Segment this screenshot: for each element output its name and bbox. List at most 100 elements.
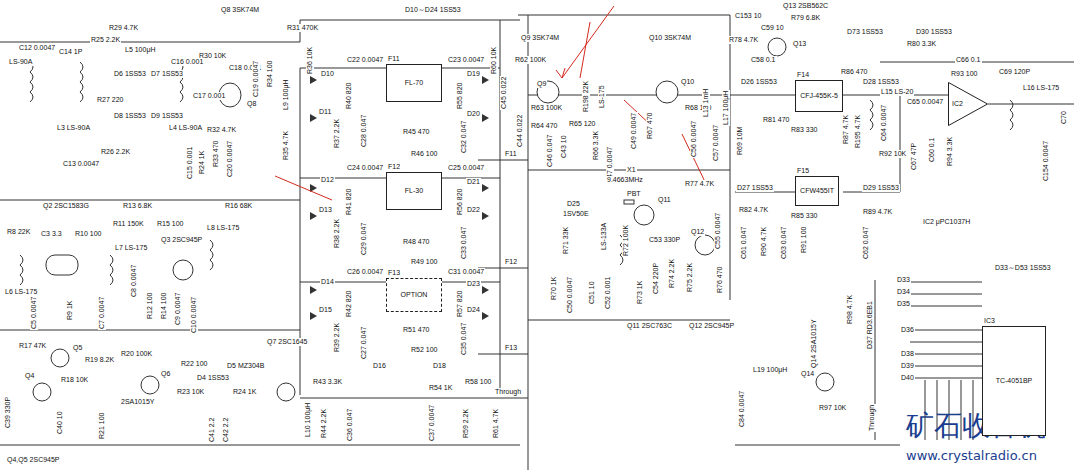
component-label: D16 bbox=[372, 362, 387, 370]
component-label: C36 0.047 bbox=[346, 408, 354, 442]
component-label: D25 bbox=[566, 200, 581, 208]
component-label: D12 bbox=[320, 176, 335, 184]
component-label: R42 820 bbox=[345, 290, 353, 318]
component-label: R66 3.3K bbox=[592, 130, 600, 161]
component-label: F12 bbox=[504, 258, 518, 266]
component-label: R51 470 bbox=[402, 326, 430, 334]
component-label: R26 2.2K bbox=[100, 148, 131, 156]
component-label: D29 1SS53 bbox=[862, 184, 900, 192]
component-label: Q10 bbox=[680, 78, 695, 86]
component-label: R54 1K bbox=[428, 384, 453, 392]
component-label: R33 470 bbox=[212, 140, 220, 168]
component-label: Q14 2SA1015Y bbox=[810, 318, 818, 369]
component-label: R62 100K bbox=[514, 56, 547, 64]
component-label: Q11 2SC763C bbox=[626, 322, 673, 330]
component-label: Q12 bbox=[690, 228, 705, 236]
component-label: D39 bbox=[900, 362, 915, 370]
component-label: Q2 2SC1583G bbox=[42, 202, 90, 210]
component-label: D21 bbox=[466, 178, 481, 186]
component-label: R61 4.7K bbox=[492, 408, 500, 439]
component-label: Q10 3SK74M bbox=[648, 34, 692, 42]
component-label: R27 220 bbox=[96, 96, 124, 104]
component-label: C26 0.0047 bbox=[346, 268, 384, 276]
component-label: C59 10 bbox=[760, 24, 785, 32]
component-label: C32 0.047 bbox=[460, 120, 468, 154]
component-label: D14 bbox=[320, 278, 335, 286]
component-label: Q4,Q5 2SC945P bbox=[6, 456, 61, 464]
component-label: Q13 2SB562C bbox=[782, 2, 829, 10]
component-label: 1SV50E bbox=[562, 210, 590, 218]
ceramic-filter-box: F14CFJ-455K-5 bbox=[795, 80, 843, 112]
component-label: C3 3.3 bbox=[40, 230, 63, 238]
component-label: 9.4663MHz bbox=[606, 176, 644, 184]
component-label: R41 820 bbox=[345, 188, 353, 216]
component-label: C54 220P bbox=[652, 262, 660, 295]
component-label: R78 4.7K bbox=[728, 36, 759, 44]
component-label: D9 1SS53 bbox=[150, 112, 184, 120]
component-label: R17 47K bbox=[18, 342, 47, 350]
component-label: R59 2.2K bbox=[462, 408, 470, 439]
component-label: C64 0.0047 bbox=[880, 104, 888, 142]
component-label: C63 0.047 bbox=[780, 226, 788, 260]
component-label: C84 0.0047 bbox=[738, 390, 746, 428]
component-label: R65 120 bbox=[568, 120, 596, 128]
component-label: Q5 bbox=[72, 344, 83, 352]
component-label: L4 LS-90A bbox=[168, 124, 203, 132]
component-label: C31 0.0047 bbox=[447, 268, 485, 276]
ic-box: IC3TC-4051BP bbox=[982, 326, 1046, 436]
component-label: L13 1mH bbox=[702, 88, 710, 118]
component-label: Q9 3SK74M bbox=[520, 34, 560, 42]
component-label: Q12 2SC945P bbox=[688, 322, 735, 330]
component-label: R10 100 bbox=[74, 230, 102, 238]
component-label: D5 MZ304B bbox=[226, 362, 265, 370]
part-number: TC-4051BP bbox=[996, 377, 1033, 385]
component-label: D10 bbox=[320, 70, 335, 78]
component-label: C10 0.0047 bbox=[190, 296, 198, 334]
part-number: CFW455IT bbox=[800, 187, 834, 195]
component-label: R38 2.2K bbox=[333, 218, 341, 249]
component-label: R198 22K bbox=[582, 80, 590, 113]
component-label: R55 820 bbox=[456, 82, 464, 110]
component-label: C66 0.1 bbox=[955, 56, 982, 64]
component-label: D18 bbox=[432, 362, 447, 370]
component-label: R13 6.8K bbox=[122, 202, 153, 210]
component-label: R44 2.2K bbox=[320, 408, 328, 439]
component-label: R57 820 bbox=[456, 290, 464, 318]
component-label: D38 bbox=[900, 350, 915, 358]
component-label: C23 0.0047 bbox=[447, 56, 485, 64]
component-label: C45 0.022 bbox=[500, 76, 508, 110]
component-label: L7 LS-175 bbox=[114, 244, 148, 252]
component-label: D30 1SS53 bbox=[915, 28, 953, 36]
component-label: R60 10K bbox=[490, 46, 498, 75]
ceramic-filter-box: F15CFW455IT bbox=[795, 176, 839, 206]
filter-designator: F11 bbox=[387, 55, 401, 63]
component-label: D24 bbox=[466, 306, 481, 314]
component-label: D37 RD3.6EB1 bbox=[866, 300, 874, 350]
component-label: C7 0.0047 bbox=[98, 296, 106, 330]
component-label: R75 2.2K bbox=[686, 262, 694, 293]
part-number: CFJ-455K-5 bbox=[800, 92, 838, 100]
component-label: C154 0.0047 bbox=[1042, 140, 1050, 182]
component-label: R8 22K bbox=[6, 228, 31, 236]
filter-box: F13OPTION bbox=[386, 278, 442, 312]
component-label: R73 1K bbox=[636, 280, 644, 305]
filter-designator: F15 bbox=[796, 167, 810, 175]
component-label: D19 bbox=[466, 70, 481, 78]
component-label: C42 2.2 bbox=[222, 416, 230, 443]
component-label: C25 0.0047 bbox=[447, 164, 485, 172]
component-label: R20 100K bbox=[120, 350, 153, 358]
component-label: C69 120P bbox=[998, 68, 1031, 76]
component-label: IC2 μPC1037H bbox=[922, 218, 971, 226]
watermark-text: www.crystalradio.cn bbox=[905, 448, 1038, 463]
component-label: R35 4.7K bbox=[282, 130, 290, 161]
component-label: C61 0.047 bbox=[740, 226, 748, 260]
component-label: Through bbox=[494, 388, 522, 396]
component-label: C57 0.0047 bbox=[712, 124, 720, 162]
component-label: C5 0.0047 bbox=[30, 296, 38, 330]
component-label: Q13 bbox=[792, 40, 807, 48]
component-label: R97 10K bbox=[818, 404, 847, 412]
component-label: C29 0.047 bbox=[360, 222, 368, 256]
component-label: D6 1SS53 bbox=[113, 70, 147, 78]
component-label: C35 0.047 bbox=[460, 322, 468, 356]
component-label: D33 bbox=[896, 276, 911, 284]
